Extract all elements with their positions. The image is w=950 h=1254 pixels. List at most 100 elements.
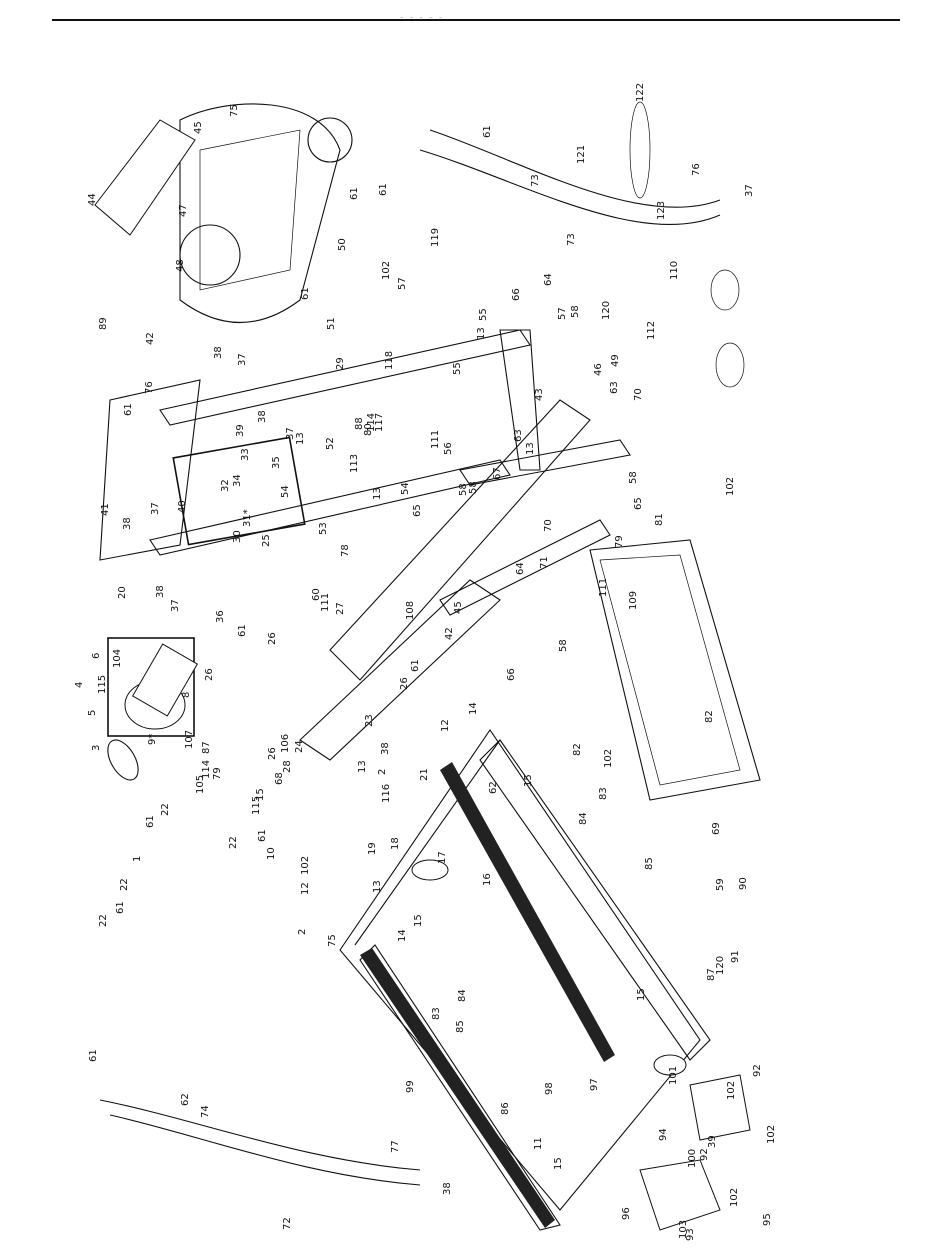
part-label: 85	[455, 1020, 466, 1033]
power-cords	[629, 101, 745, 388]
part-label: 94	[658, 1128, 669, 1141]
part-label: 83	[598, 787, 609, 800]
frame-assembly	[299, 329, 631, 761]
part-label: 107	[184, 730, 195, 749]
part-label: 13	[525, 442, 536, 455]
part-label: 81	[654, 513, 665, 526]
part-label: 122	[635, 83, 646, 102]
part-label: 58	[458, 483, 469, 496]
part-label: 106	[280, 734, 291, 753]
part-label: 102	[766, 1125, 777, 1144]
part-label: 75	[229, 104, 240, 117]
part-label: 13	[372, 880, 383, 893]
part-label: 77	[390, 1140, 401, 1153]
part-label: 4	[74, 682, 85, 688]
part-label: 69	[711, 822, 722, 835]
part-label: 61	[145, 815, 156, 828]
part-label: 42	[145, 332, 156, 345]
part-label: 95	[762, 1213, 773, 1226]
part-label: 33	[240, 448, 251, 461]
part-label: 21	[419, 768, 430, 781]
part-label: 82	[704, 710, 715, 723]
part-label: 25	[261, 534, 272, 547]
part-label: 102	[300, 856, 311, 875]
part-label: 102	[603, 749, 614, 768]
part-label: 93	[685, 1228, 696, 1241]
part-label: 59	[715, 878, 726, 891]
part-label: 53	[318, 522, 329, 535]
part-label: 86	[500, 1102, 511, 1115]
part-label: 54	[280, 485, 291, 498]
part-label: 38	[257, 410, 268, 423]
part-label: 26	[204, 668, 215, 681]
part-label: 26	[399, 677, 410, 690]
part-label: 18	[390, 837, 401, 850]
part-label: 39	[707, 1135, 718, 1148]
part-label: 57	[557, 307, 568, 320]
part-label: 115	[251, 796, 262, 815]
part-label: 48	[175, 259, 186, 272]
part-label: 72	[282, 1217, 293, 1230]
part-label: 103	[678, 1220, 689, 1239]
part-label: 34	[232, 474, 243, 487]
part-label: 26	[267, 632, 278, 645]
part-label: 84	[578, 812, 589, 825]
part-label: 6	[91, 653, 102, 659]
part-label: 13	[476, 327, 487, 340]
part-label: 61	[410, 659, 421, 672]
part-label: 55	[452, 362, 463, 375]
part-label: 65	[633, 497, 644, 510]
part-label: 52	[325, 437, 336, 450]
part-label: 31*	[242, 509, 253, 527]
part-label: 23	[364, 714, 375, 727]
part-label: 70	[633, 388, 644, 401]
part-label: 11	[533, 1137, 544, 1150]
part-label: 10	[266, 847, 277, 860]
header-rule	[52, 19, 900, 21]
part-label: 61	[237, 624, 248, 637]
part-label: 91	[730, 950, 741, 963]
part-label: 19	[367, 842, 378, 855]
part-label: 97	[589, 1078, 600, 1091]
part-label: 61	[482, 125, 493, 138]
part-label: 22	[119, 878, 130, 891]
part-label: 100	[687, 1149, 698, 1168]
part-label: 104	[112, 649, 123, 668]
part-label: 20	[117, 586, 128, 599]
part-label: 102	[725, 477, 736, 496]
part-label: 49	[610, 354, 621, 367]
part-label: 64	[543, 273, 554, 286]
part-label: 68	[274, 772, 285, 785]
part-label: 2	[377, 769, 388, 775]
part-label: 120	[715, 956, 726, 975]
walking-deck	[339, 729, 711, 1231]
part-label: 15	[636, 988, 647, 1001]
part-label: 38	[442, 1182, 453, 1195]
part-label: 62	[180, 1093, 191, 1106]
part-label: 63	[513, 429, 524, 442]
part-label: 90	[738, 877, 749, 890]
part-label: 65	[412, 504, 423, 517]
part-label: 28	[282, 760, 293, 773]
part-label: 67	[492, 467, 503, 480]
part-label: 115	[97, 675, 108, 694]
part-label: 82	[572, 743, 583, 756]
part-label: 62	[488, 781, 499, 794]
part-label: 8	[181, 692, 192, 698]
part-number-labels: 1 2 2 3 4 5 6 8 9* 10 11 12 12 13 13 13 …	[74, 83, 777, 1241]
part-label: 37	[285, 427, 296, 440]
part-label: 109	[628, 591, 639, 610]
motor	[124, 643, 199, 730]
part-label: 60	[311, 588, 322, 601]
part-label: 58	[570, 305, 581, 318]
part-label: 36	[215, 610, 226, 623]
part-label: 102	[729, 1188, 740, 1207]
part-label: 46	[593, 363, 604, 376]
part-label: 37	[150, 502, 161, 515]
part-label: 113	[349, 454, 360, 473]
part-label: 76	[144, 381, 155, 394]
part-label: 96	[621, 1207, 632, 1220]
part-label: 3	[91, 745, 102, 751]
part-label: 64	[515, 562, 526, 575]
part-label: 111	[320, 593, 331, 612]
